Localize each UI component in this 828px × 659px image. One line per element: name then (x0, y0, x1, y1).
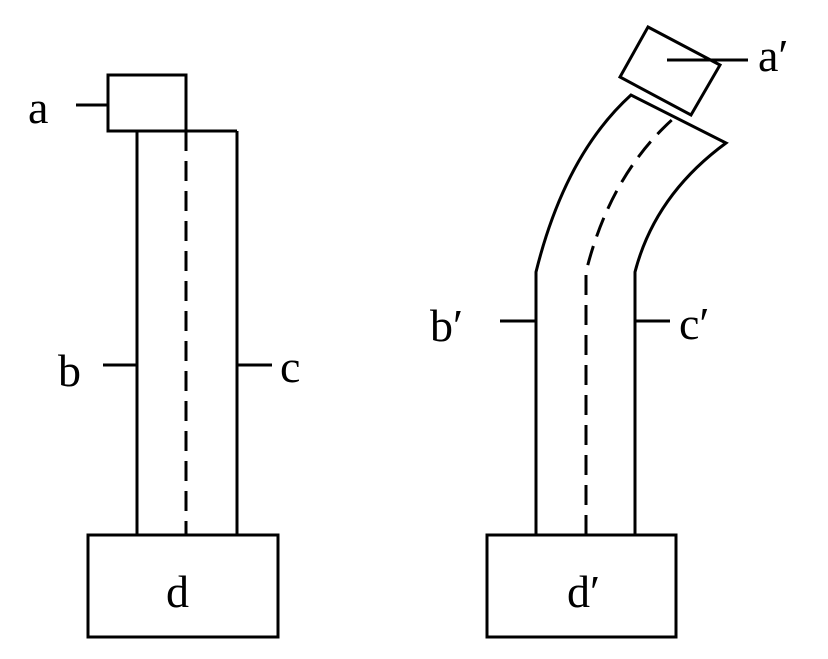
label-d: d (166, 566, 189, 617)
label-b: b (58, 345, 81, 396)
label-c: c (280, 341, 300, 392)
base-d-prime-block (485, 533, 678, 639)
base-d-block (86, 533, 280, 639)
label-a-prime: a′ (758, 30, 788, 81)
cap-a-block (106, 73, 188, 133)
cap-a-prime-block (617, 24, 723, 118)
straight-column-figure: a b c d (28, 73, 300, 639)
bent-column-figure: a′ b′ c′ d′ (430, 24, 788, 639)
label-c-prime: c′ (679, 298, 709, 349)
label-d-prime: d′ (567, 566, 600, 617)
label-b-prime: b′ (430, 300, 463, 351)
bent-column-centerline (584, 116, 675, 535)
label-a: a (28, 82, 48, 133)
bent-column-body (534, 93, 729, 535)
